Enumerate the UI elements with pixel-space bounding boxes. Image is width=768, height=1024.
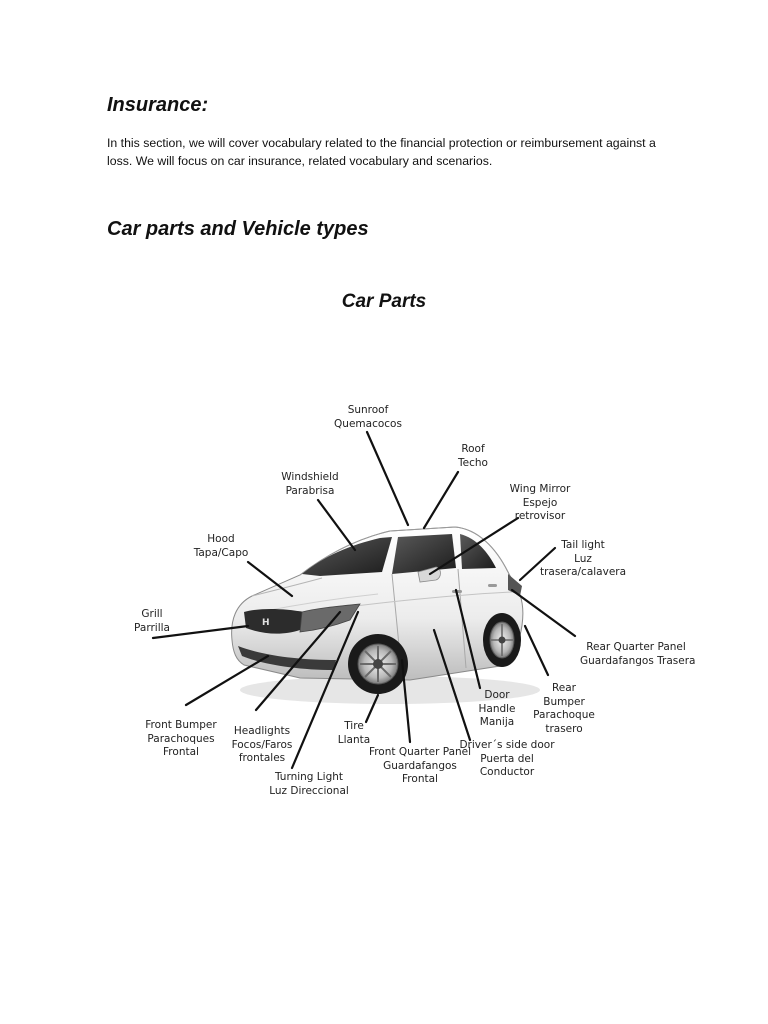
- label-wing-mirror: Wing Mirror Espejo retrovisor: [509, 483, 571, 522]
- label-sunroof: Sunroof Quemacocos: [334, 404, 402, 430]
- rear-side-window: [460, 534, 496, 569]
- label-front-quarter-panel: Front Quarter Panel Guardafangos Frontal: [368, 746, 472, 785]
- leader-roof: [422, 470, 460, 530]
- figure-title: Car Parts: [341, 291, 427, 312]
- leader-front-bumper: [184, 654, 270, 707]
- leader-rear-bumper: [523, 624, 550, 677]
- leader-turning-light: [290, 610, 360, 770]
- grille-shape: [244, 609, 304, 634]
- label-headlights: Headlights Focos/Faros frontales: [231, 725, 293, 764]
- car-illustration: H: [231, 526, 540, 704]
- label-turning-light: Turning Light Luz Direccional: [269, 771, 349, 797]
- subsection-title: Car parts and Vehicle types: [107, 218, 369, 240]
- roof-line: [299, 526, 509, 576]
- leader-sunroof: [365, 430, 410, 527]
- label-rear-bumper: Rear Bumper Parachoque trasero: [533, 682, 595, 735]
- leader-wing-mirror: [428, 516, 520, 576]
- section-intro: In this section, we will cover vocabular…: [107, 136, 656, 168]
- svg-text:H: H: [262, 618, 270, 628]
- label-grill: Grill Parrilla: [134, 608, 170, 634]
- label-rear-quarter-panel: Rear Quarter Panel Guardafangos Trasera: [580, 641, 696, 667]
- leader-rear-quarter-panel: [510, 588, 577, 638]
- leader-tire: [364, 693, 380, 724]
- leader-front-quarter-panel: [400, 658, 412, 744]
- leader-drivers-side-door: [432, 628, 472, 742]
- front-side-window: [392, 534, 456, 574]
- rear-wheel: [483, 613, 521, 667]
- leader-windshield: [316, 498, 357, 552]
- lower-intake: [238, 646, 336, 670]
- leader-headlights: [254, 610, 342, 712]
- label-tail-light: Tail light Luz trasera/calavera: [539, 539, 627, 578]
- label-tire: Tire Llanta: [337, 720, 371, 746]
- windshield-glass: [302, 537, 392, 576]
- leader-grill: [151, 624, 250, 640]
- headlight-shape: [299, 603, 361, 633]
- label-windshield: Windshield Parabrisa: [281, 471, 339, 497]
- leader-tail-light: [518, 546, 557, 582]
- label-roof: Roof Techo: [458, 443, 488, 469]
- label-hood: Hood Tapa/Capo: [193, 533, 249, 559]
- front-wheel: [348, 634, 408, 694]
- label-drivers-side-door: Driver´s side door Puerta del Conductor: [459, 739, 555, 778]
- label-door-handle: Door Handle Manija: [478, 689, 516, 728]
- leader-lines: [151, 430, 577, 770]
- section-title: Insurance:: [107, 94, 209, 116]
- leader-door-handle: [454, 588, 482, 690]
- label-front-bumper: Front Bumper Parachoques Frontal: [145, 719, 217, 758]
- leader-hood: [246, 560, 294, 598]
